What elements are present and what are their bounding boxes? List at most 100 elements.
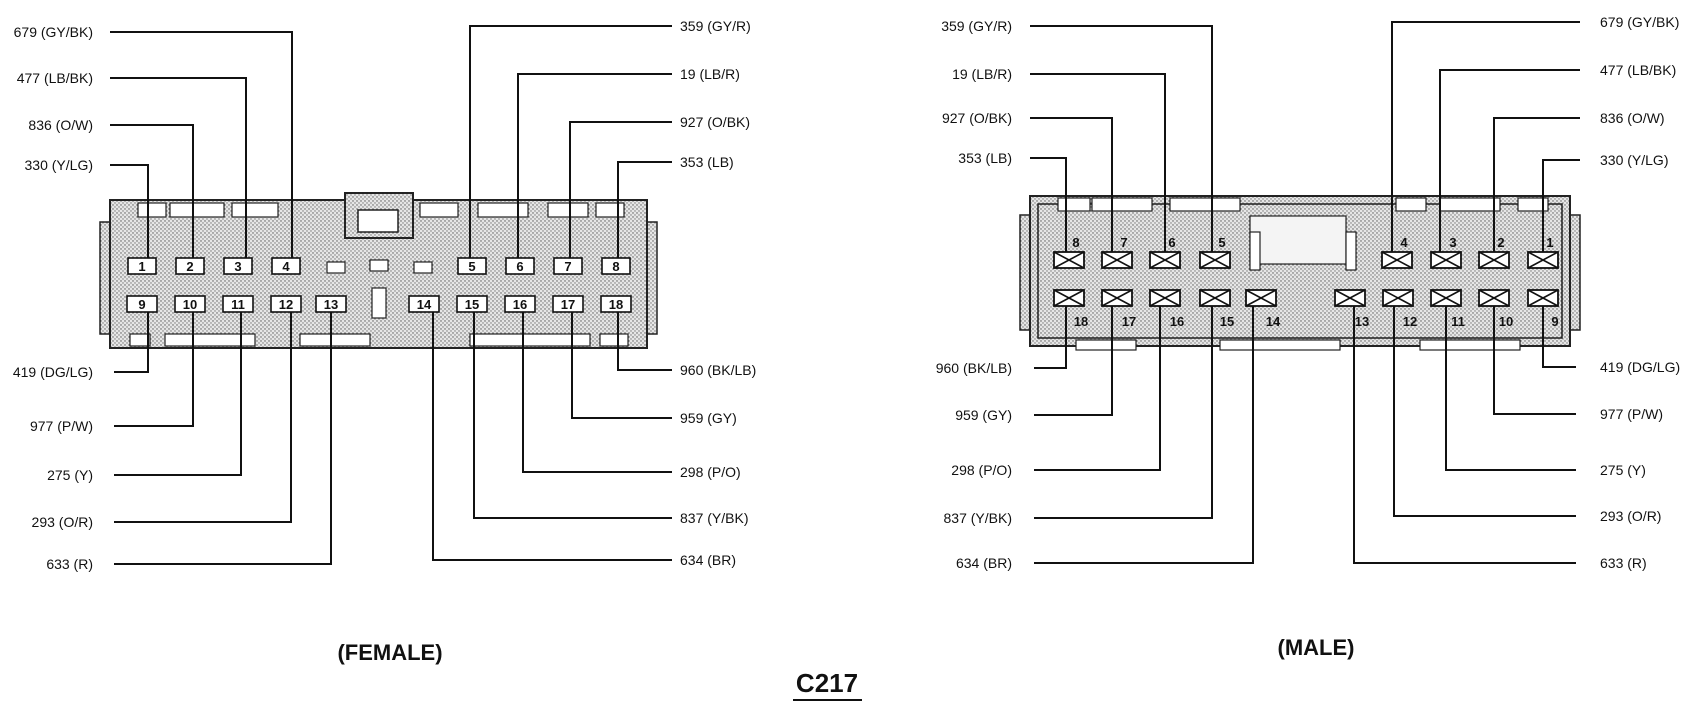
female-wire-right-top	[517, 73, 672, 258]
male-wire-right-bottom	[1493, 306, 1576, 415]
male-wire-left-bottom	[1034, 306, 1254, 564]
female-pin-16: 16	[504, 295, 536, 313]
male-pin-4: 4	[1381, 235, 1413, 269]
male-pin-7: 7	[1101, 235, 1133, 269]
female-wire-label-left-bottom: 419 (DG/LG)	[13, 364, 93, 380]
male-pin-3: 3	[1430, 235, 1462, 269]
male-wire-label-right-top: 330 (Y/LG)	[1600, 152, 1668, 168]
female-pin-3: 3	[223, 257, 253, 275]
female-wire-label-right-bottom: 837 (Y/BK)	[680, 510, 748, 526]
svg-text:11: 11	[1451, 314, 1465, 329]
svg-text:2: 2	[186, 259, 193, 274]
female-wire-right-top	[617, 161, 672, 258]
svg-text:1: 1	[138, 259, 145, 274]
male-wire-left-top	[1030, 157, 1067, 252]
svg-text:16: 16	[1170, 314, 1184, 329]
male-pin-16: 16	[1149, 289, 1184, 329]
svg-text:18: 18	[609, 297, 623, 312]
male-pin-9: 9	[1527, 289, 1559, 329]
male-wire-right-bottom	[1353, 306, 1576, 564]
male-wire-right-bottom	[1445, 306, 1576, 471]
female-wire-left-bottom	[114, 312, 332, 565]
female-wire-label-left-top: 836 (O/W)	[28, 117, 93, 133]
female-wire-right-bottom	[432, 312, 672, 561]
male-wire-label-right-top-wire	[1391, 21, 1580, 252]
male-wire-label-right-bottom: 977 (P/W)	[1600, 406, 1663, 422]
male-wire-left-top	[1030, 25, 1213, 252]
svg-text:7: 7	[1120, 235, 1127, 250]
female-wire-label-left-bottom: 633 (R)	[46, 556, 93, 572]
female-wire-right-bottom	[473, 312, 672, 519]
svg-text:13: 13	[324, 297, 338, 312]
female-wire-label-right-top: 19 (LB/R)	[680, 66, 740, 82]
male-pin-18: 18	[1053, 289, 1088, 329]
svg-text:5: 5	[1218, 235, 1225, 250]
female-pin-13: 13	[315, 295, 347, 313]
male-wire-label-left-bottom: 959 (GY)	[955, 407, 1012, 423]
male-pin-6: 6	[1149, 235, 1181, 269]
female-wire-right-bottom	[571, 312, 672, 419]
female-pin-6: 6	[505, 257, 535, 275]
female-wire-right-top	[469, 25, 672, 258]
svg-text:16: 16	[513, 297, 527, 312]
female-pin-12: 12	[270, 295, 302, 313]
svg-text:6: 6	[516, 259, 523, 274]
male-wire-label-right-top-wire	[1439, 69, 1580, 252]
female-wire-label-left-bottom: 275 (Y)	[47, 467, 93, 483]
female-wire-label-right-bottom: 634 (BR)	[680, 552, 736, 568]
female-wire-label-left-bottom: 293 (O/R)	[32, 514, 93, 530]
female-wire-label-left-top: 679 (GY/BK)	[14, 24, 93, 40]
female-wire-right-bottom	[522, 312, 672, 473]
male-pin-10: 10	[1478, 289, 1513, 329]
male-wire-label-right-bottom: 419 (DG/LG)	[1600, 359, 1680, 375]
svg-text:12: 12	[1403, 314, 1417, 329]
female-wire-label-right-top: 927 (O/BK)	[680, 114, 750, 130]
female-wire-left-bottom	[114, 312, 149, 373]
female-wire-label-right-top: 359 (GY/R)	[680, 18, 751, 34]
svg-text:17: 17	[1122, 314, 1136, 329]
female-wires: 679 (GY/BK)477 (LB/BK)836 (O/W)330 (Y/LG…	[13, 18, 756, 572]
male-wire-label-right-top-wire	[1542, 159, 1580, 252]
female-wire-left-top	[110, 124, 194, 258]
female-pin-2: 2	[175, 257, 205, 275]
female-wire-label-right-bottom: 960 (BK/LB)	[680, 362, 756, 378]
svg-text:8: 8	[612, 259, 619, 274]
svg-text:5: 5	[468, 259, 475, 274]
male-wire-left-top	[1030, 117, 1113, 252]
female-pin-10: 10	[174, 295, 206, 313]
female-wire-label-left-bottom: 977 (P/W)	[30, 418, 93, 434]
svg-text:4: 4	[1400, 235, 1408, 250]
male-wire-label-left-bottom: 837 (Y/BK)	[944, 510, 1012, 526]
female-caption: (FEMALE)	[337, 640, 442, 665]
female-pin-7: 7	[553, 257, 583, 275]
male-wire-left-bottom	[1034, 306, 1113, 416]
male-wire-left-top	[1030, 73, 1166, 252]
male-wire-label-left-top: 359 (GY/R)	[941, 18, 1012, 34]
connector-title: C217	[796, 668, 858, 698]
svg-text:10: 10	[1499, 314, 1513, 329]
female-pin-8: 8	[601, 257, 631, 275]
male-wire-label-right-top: 679 (GY/BK)	[1600, 14, 1679, 30]
svg-text:15: 15	[465, 297, 479, 312]
male-wire-right-bottom	[1393, 306, 1576, 517]
male-wires: 359 (GY/R)19 (LB/R)927 (O/BK)353 (LB)960…	[936, 14, 1680, 571]
svg-text:1: 1	[1546, 235, 1553, 250]
male-wire-label-right-bottom: 293 (O/R)	[1600, 508, 1661, 524]
female-wire-left-top	[110, 31, 293, 258]
svg-text:11: 11	[231, 297, 245, 312]
male-wire-right-bottom	[1542, 306, 1576, 368]
female-wire-label-right-top: 353 (LB)	[680, 154, 734, 170]
female-wire-label-right-bottom: 959 (GY)	[680, 410, 737, 426]
male-wire-label-left-bottom: 298 (P/O)	[951, 462, 1012, 478]
male-wire-label-left-top: 19 (LB/R)	[952, 66, 1012, 82]
male-wire-label-right-top: 836 (O/W)	[1600, 110, 1665, 126]
male-wire-label-left-bottom: 634 (BR)	[956, 555, 1012, 571]
male-caption: (MALE)	[1278, 635, 1355, 660]
svg-text:9: 9	[138, 297, 145, 312]
svg-text:12: 12	[279, 297, 293, 312]
male-wire-label-left-top: 927 (O/BK)	[942, 110, 1012, 126]
svg-text:9: 9	[1551, 314, 1558, 329]
